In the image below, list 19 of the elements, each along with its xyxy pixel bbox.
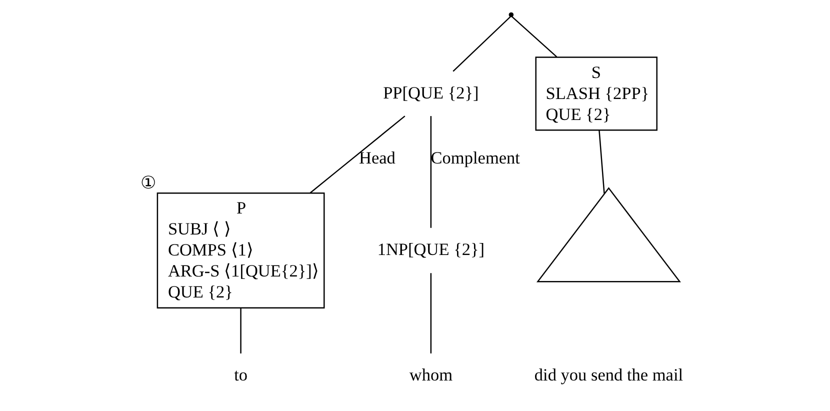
edge-label: Head: [358, 148, 395, 168]
node-text: PP[QUE {2}]: [382, 83, 478, 102]
connector: [309, 116, 405, 194]
node-text: did you send the mail: [534, 365, 683, 384]
connector: [598, 130, 604, 194]
node-label: ①: [140, 173, 156, 192]
connector: [240, 308, 241, 354]
node-triangle: [536, 187, 680, 282]
connector: [430, 116, 432, 228]
node-box: P SUBJ ⟨ ⟩ COMPS ⟨1⟩ ARG-S ⟨1[QUE{2}]⟩ QUE {2}: [156, 192, 324, 309]
node-text: 1NP[QUE {2}]: [376, 240, 484, 260]
node-box: S SLASH {2PP} QUE {2}: [534, 56, 657, 131]
connector: [430, 273, 432, 354]
edge-label: Complement: [430, 148, 520, 168]
connector: [452, 16, 511, 72]
connector: [510, 16, 557, 58]
node-text: to: [234, 365, 248, 384]
node-point: [508, 12, 514, 18]
node-text: whom: [408, 365, 452, 384]
